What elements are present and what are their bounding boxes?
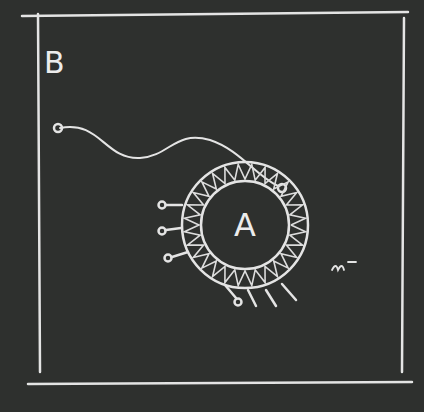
terminal xyxy=(54,124,62,132)
terminal xyxy=(235,299,242,306)
lead xyxy=(248,290,256,306)
lead xyxy=(166,204,182,207)
board-region: BA xyxy=(20,12,410,384)
lead xyxy=(166,228,181,230)
lead xyxy=(282,284,296,300)
board-right-edge xyxy=(402,18,404,372)
region-label: B xyxy=(44,48,65,78)
ring-region: A xyxy=(180,160,310,290)
terminal xyxy=(159,202,166,209)
lead xyxy=(266,290,276,306)
region-label: A xyxy=(234,209,256,241)
terminal xyxy=(165,255,172,262)
chalk-scribble xyxy=(332,262,356,270)
board-top-edge xyxy=(22,12,408,16)
board-left-edge xyxy=(38,14,40,372)
terminal xyxy=(159,228,166,235)
lead xyxy=(172,252,188,257)
board-bottom-edge xyxy=(28,382,412,384)
